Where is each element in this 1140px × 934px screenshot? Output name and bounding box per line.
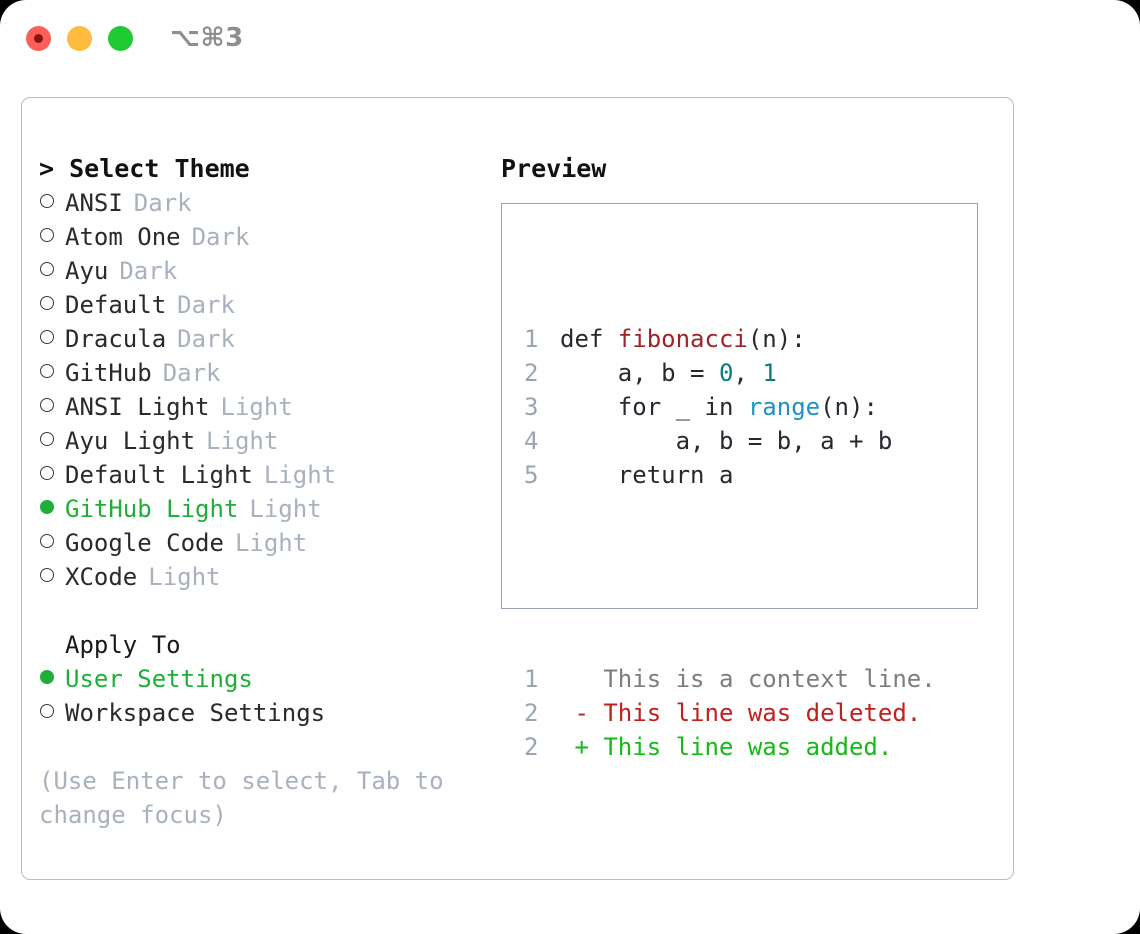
hint-spacer	[39, 730, 494, 764]
theme-option[interactable]: ANSI Light Light	[39, 390, 494, 424]
theme-option[interactable]: Ayu Dark	[39, 254, 494, 288]
code-line: 3 for _ in range(n):	[524, 390, 936, 424]
code-token: (n):	[747, 325, 806, 353]
code-line-text: a, b = 0, 1	[560, 356, 777, 390]
theme-option[interactable]: GitHub Light Light	[39, 492, 494, 526]
line-number: 2	[524, 359, 539, 387]
line-number: 2	[524, 733, 539, 761]
theme-option[interactable]: Ayu Light Light	[39, 424, 494, 458]
code-line-text: return a	[560, 458, 734, 492]
option-label: XCode	[65, 563, 138, 591]
diff-line: 2 + This line was added.	[524, 730, 936, 764]
code-token: fibonacci	[617, 325, 748, 353]
code-token: (n):	[820, 393, 878, 421]
preview-header: Preview	[501, 154, 607, 183]
traffic-lights	[26, 26, 133, 51]
option-tag: Light	[263, 461, 337, 489]
option-tag: Light	[234, 529, 308, 557]
option-tag: Light	[206, 427, 279, 455]
option-label: Ayu Light	[65, 427, 196, 455]
code-token: ,	[733, 359, 763, 387]
option-tag: Dark	[162, 359, 221, 387]
diff-line-text: This is a context line.	[560, 665, 936, 693]
line-number: 4	[524, 427, 539, 455]
option-label: GitHub	[65, 359, 152, 387]
option-tag: Dark	[191, 223, 250, 251]
close-button[interactable]	[26, 26, 51, 51]
code-line-text: for _ in range(n):	[560, 390, 878, 424]
option-tag: Dark	[177, 325, 235, 353]
option-label: Default Light	[65, 461, 253, 489]
option-label: Default	[65, 291, 167, 319]
option-label: Workspace Settings	[65, 699, 326, 727]
theme-option[interactable]: GitHub Dark	[39, 356, 494, 390]
code-token: 1	[762, 359, 777, 387]
diff-line: 2 - This line was deleted.	[524, 696, 936, 730]
shortcut-label: ⌥⌘3	[170, 23, 244, 53]
theme-option[interactable]: XCode Light	[39, 560, 494, 594]
theme-option[interactable]: Google Code Light	[39, 526, 494, 560]
option-tag: Light	[249, 495, 322, 523]
option-label: GitHub Light	[65, 495, 239, 523]
code-blank-line	[524, 560, 936, 594]
option-label: Dracula	[65, 325, 167, 353]
theme-option[interactable]: Default Light Light	[39, 458, 494, 492]
apply-to-option[interactable]: User Settings	[39, 662, 494, 696]
apply-to-option[interactable]: Workspace Settings	[39, 696, 494, 730]
code-token: return a	[560, 461, 734, 489]
title-bar: ⌥⌘3	[0, 0, 1140, 78]
keyboard-hint: (Use Enter to select, Tab to change focu…	[39, 767, 459, 829]
code-line-text: def fibonacci(n):	[560, 322, 806, 356]
minimize-button[interactable]	[67, 26, 92, 51]
code-token: def	[560, 325, 618, 353]
theme-option[interactable]: Default Dark	[39, 288, 494, 322]
line-number: 1	[524, 665, 539, 693]
code-line-text: a, b = b, a + b	[560, 424, 893, 458]
option-tag: Dark	[119, 257, 178, 285]
line-number: 2	[524, 699, 539, 727]
diff-line-text: + This line was added.	[560, 733, 893, 761]
theme-option[interactable]: Atom One Dark	[39, 220, 494, 254]
option-tag: Light	[220, 393, 293, 421]
option-label: Atom One	[65, 223, 181, 251]
option-label: Ayu	[65, 257, 109, 285]
option-tag: Light	[148, 563, 221, 591]
option-tag: Dark	[177, 291, 235, 319]
option-label: ANSI Light	[65, 393, 210, 421]
maximize-button[interactable]	[108, 26, 133, 51]
apply-to-title: Apply To	[65, 631, 181, 659]
line-number: 5	[524, 461, 539, 489]
code-token: 0	[718, 359, 734, 387]
option-label: ANSI	[65, 189, 123, 217]
code-token: a, b = b, a + b	[560, 427, 893, 455]
code-token: for _ in	[560, 393, 748, 421]
code-token: a, b =	[560, 359, 719, 387]
option-tag: Dark	[133, 189, 192, 217]
preview-column: Preview	[501, 152, 1001, 186]
option-label: Google Code	[65, 529, 224, 557]
code-line: 1 def fibonacci(n):	[524, 322, 936, 356]
option-label: User Settings	[65, 665, 253, 693]
code-line: 2 a, b = 0, 1	[524, 356, 936, 390]
line-number: 1	[524, 325, 539, 353]
theme-option[interactable]: ANSI Dark	[39, 186, 494, 220]
code-token: range	[747, 393, 821, 421]
line-number: 3	[524, 393, 539, 421]
select-theme-header: > Select Theme	[39, 154, 250, 183]
code-line: 5 return a	[524, 458, 936, 492]
theme-option[interactable]: Dracula Dark	[39, 322, 494, 356]
code-line: 4 a, b = b, a + b	[524, 424, 936, 458]
diff-line-text: - This line was deleted.	[560, 699, 922, 727]
diff-block: 1 This is a context line.2 - This line w…	[524, 662, 936, 764]
list-spacer	[39, 594, 494, 628]
diff-line: 1 This is a context line.	[524, 662, 936, 696]
